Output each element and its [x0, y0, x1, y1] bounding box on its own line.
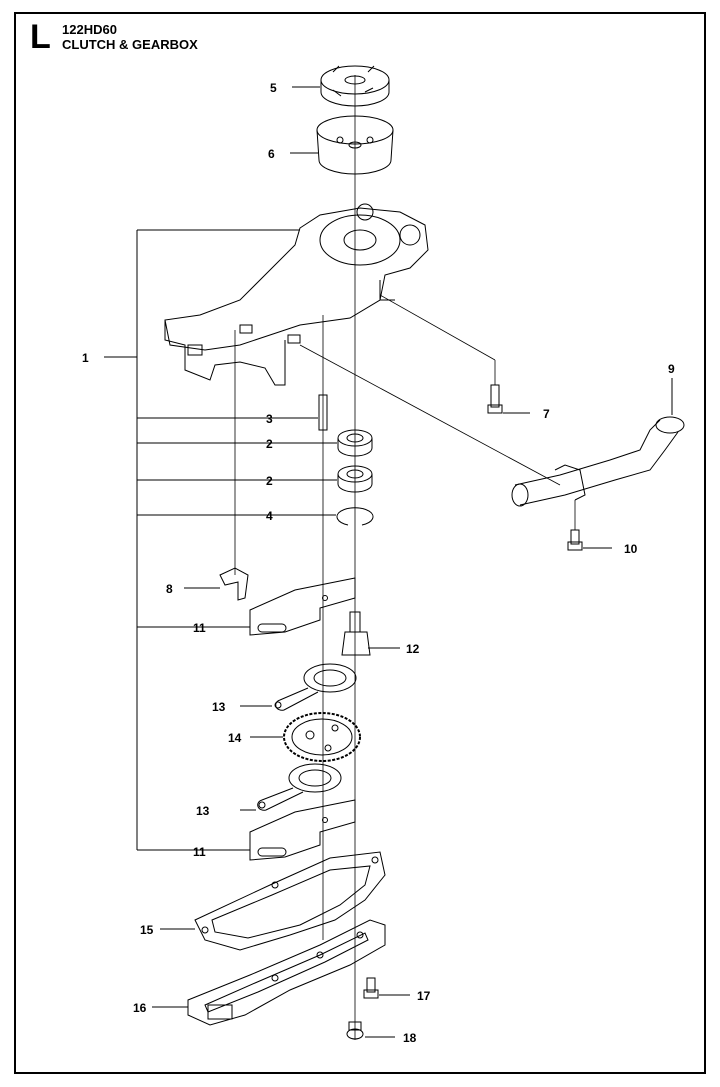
conrod-part-13-lower [240, 763, 342, 811]
callout-2-lower: 2 [266, 474, 273, 488]
gasket-part-15 [160, 851, 386, 951]
circlip-part-4 [288, 507, 374, 526]
leader-housing-to-screw-7 [379, 294, 496, 361]
conrod-part-13-upper [240, 663, 357, 711]
gearbox-housing-part-1 [164, 203, 429, 386]
clip-part-8 [184, 567, 249, 601]
callout-7: 7 [543, 407, 550, 421]
bearing-part-2-lower [288, 465, 373, 493]
drawing-frame [14, 12, 706, 1074]
callout-4: 4 [266, 509, 273, 523]
callout-8: 8 [166, 582, 173, 596]
screw-part-7 [487, 384, 530, 414]
callout-13-lower: 13 [196, 804, 210, 818]
pinion-part-12 [341, 611, 400, 656]
section-letter: L [30, 18, 51, 56]
model-number: 122HD60 [62, 22, 117, 37]
callout-18: 18 [403, 1031, 417, 1045]
handle-part-9 [511, 378, 685, 507]
screw-part-10 [567, 500, 612, 551]
callout-16: 16 [133, 1001, 147, 1015]
gear-part-14 [250, 712, 361, 762]
callout-3: 3 [266, 412, 273, 426]
screw-part-17 [363, 977, 410, 999]
callout-9: 9 [668, 362, 675, 376]
plug-part-18 [346, 1021, 395, 1040]
callout-11-upper: 11 [193, 621, 206, 635]
plate-part-11-lower [215, 799, 356, 861]
bearing-part-2-upper [288, 429, 373, 457]
callout-17: 17 [417, 989, 431, 1003]
callout-1: 1 [82, 351, 89, 365]
callout-13-upper: 13 [212, 700, 226, 714]
clutch-drum-part-6 [290, 115, 394, 175]
callout-10: 10 [624, 542, 638, 556]
bracket-part-1 [104, 229, 300, 851]
cover-part-16 [152, 919, 386, 1026]
plate-part-11-upper [215, 577, 356, 636]
leader-housing-to-handle [299, 344, 561, 486]
callout-15: 15 [140, 923, 154, 937]
callout-11-lower: 11 [193, 845, 206, 859]
callout-5: 5 [270, 81, 277, 95]
callout-12: 12 [406, 642, 420, 656]
callout-6: 6 [268, 147, 275, 161]
clutch-part-5 [292, 65, 390, 107]
callout-14: 14 [228, 731, 242, 745]
pin-part-3 [288, 394, 328, 431]
page-title: CLUTCH & GEARBOX [62, 37, 198, 52]
callout-2-upper: 2 [266, 437, 273, 451]
